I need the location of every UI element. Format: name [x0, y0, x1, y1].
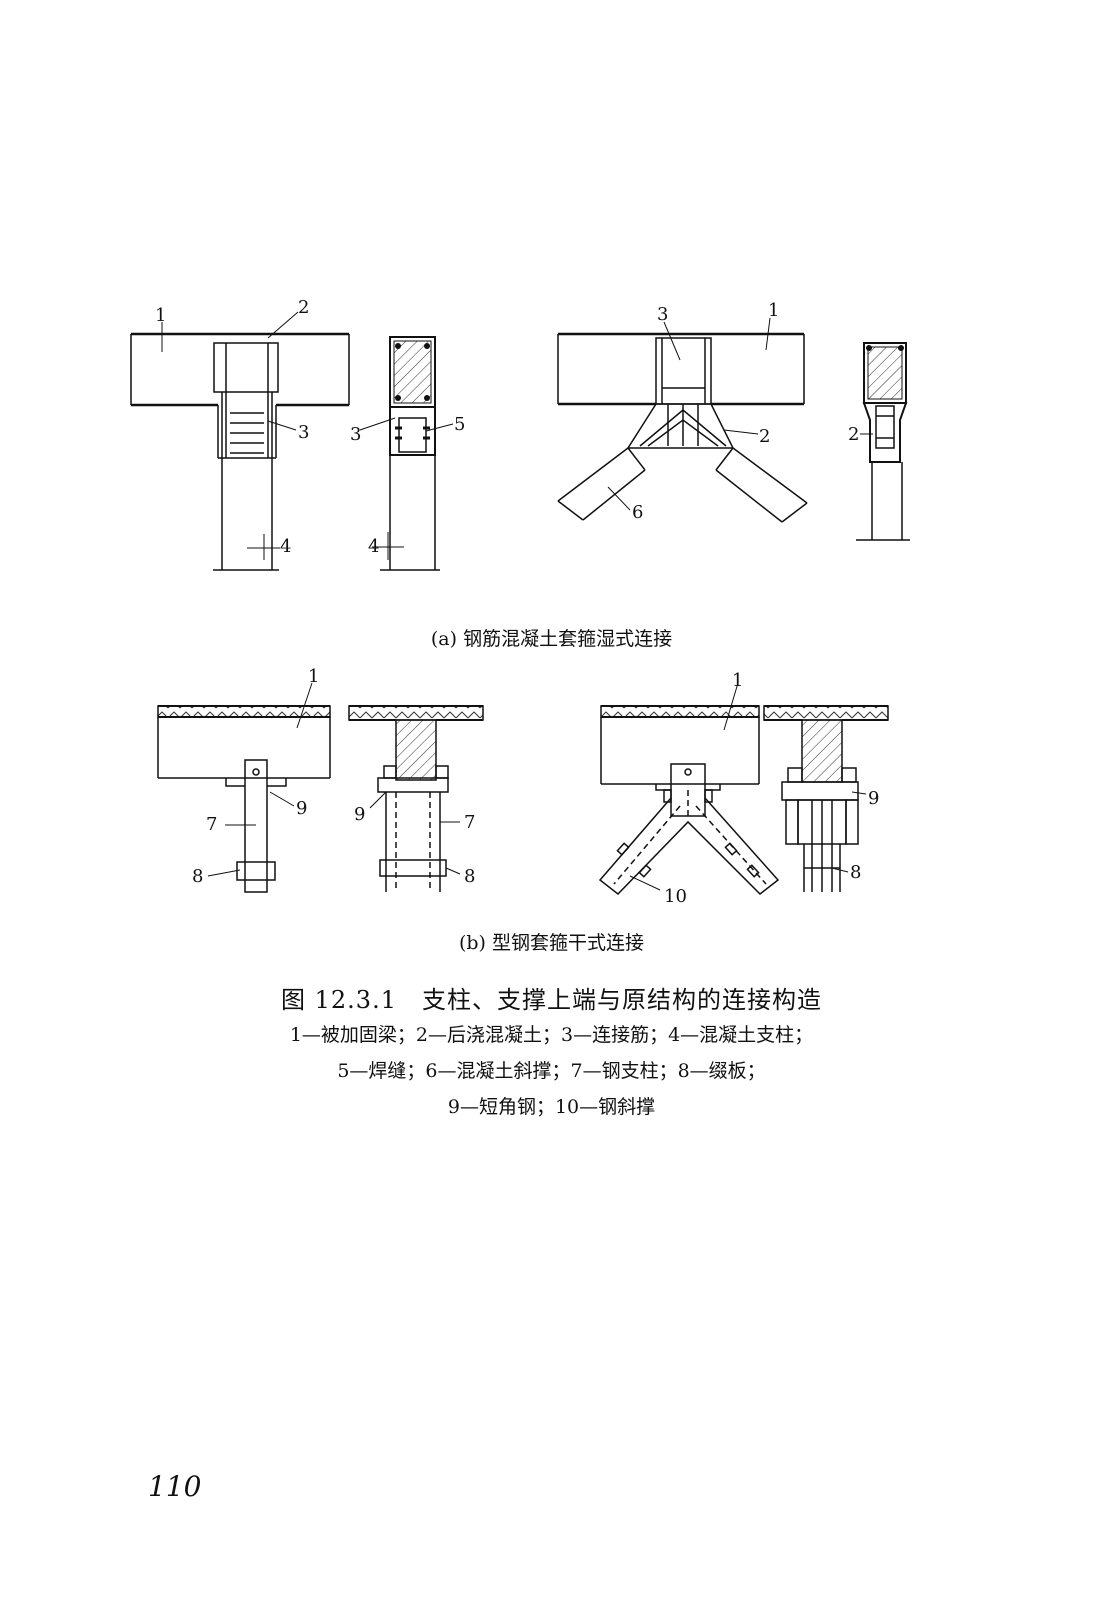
- svg-text:3: 3: [298, 422, 309, 443]
- figure-caption: 图 12.3.1 支柱、支撑上端与原结构的连接构造: [281, 986, 822, 1014]
- svg-text:1: 1: [732, 670, 743, 691]
- caption-part-a: (a) 钢筋混凝土套箍湿式连接: [430, 628, 673, 650]
- legend-line-2: 5—焊缝；6—混凝土斜撑；7—钢支柱；8—缀板；: [337, 1060, 766, 1082]
- diagram-b1-steel-elevation: [157, 682, 331, 893]
- diagram-b4-steel-brace-section: [763, 705, 889, 892]
- svg-text:1: 1: [155, 305, 166, 326]
- svg-text:8: 8: [192, 866, 203, 887]
- svg-text:4: 4: [280, 536, 291, 557]
- svg-text:9: 9: [868, 788, 879, 809]
- labels-part-a: 1 2 3 3 5 4 4 3 1 2 2 6: [155, 297, 859, 557]
- svg-text:8: 8: [464, 866, 475, 887]
- diagram-a4-section: [856, 342, 910, 541]
- svg-text:1: 1: [768, 300, 779, 321]
- svg-text:1: 1: [308, 666, 319, 687]
- svg-text:10: 10: [664, 886, 687, 907]
- svg-text:2: 2: [759, 426, 770, 447]
- svg-text:2: 2: [298, 297, 309, 318]
- svg-text:4: 4: [368, 536, 379, 557]
- diagram-b3-steel-brace: [598, 682, 780, 896]
- labels-part-b: 1 9 7 8 9 7 8 1 10 9 8: [192, 666, 879, 907]
- svg-text:3: 3: [657, 304, 668, 325]
- svg-text:9: 9: [354, 804, 365, 825]
- svg-text:6: 6: [632, 502, 643, 523]
- diagram-b2-steel-section: [348, 705, 484, 892]
- svg-text:2: 2: [848, 424, 859, 445]
- diagram-a1-elevation: [130, 311, 350, 571]
- svg-text:8: 8: [850, 862, 861, 883]
- svg-text:7: 7: [206, 814, 217, 835]
- svg-text:3: 3: [350, 424, 361, 445]
- svg-text:7: 7: [464, 812, 475, 833]
- diagram-a2-section: [359, 336, 454, 571]
- caption-part-b: (b) 型钢套箍干式连接: [458, 932, 645, 954]
- legend-line-1: 1—被加固梁；2—后浇混凝土；3—连接筋；4—混凝土支柱；: [289, 1024, 814, 1046]
- page-number: 110: [148, 1470, 202, 1503]
- diagram-a3-brace-elevation: [557, 317, 808, 523]
- svg-text:9: 9: [296, 798, 307, 819]
- legend-line-3: 9—短角钢；10—钢斜撑: [447, 1096, 656, 1118]
- svg-text:5: 5: [454, 414, 465, 435]
